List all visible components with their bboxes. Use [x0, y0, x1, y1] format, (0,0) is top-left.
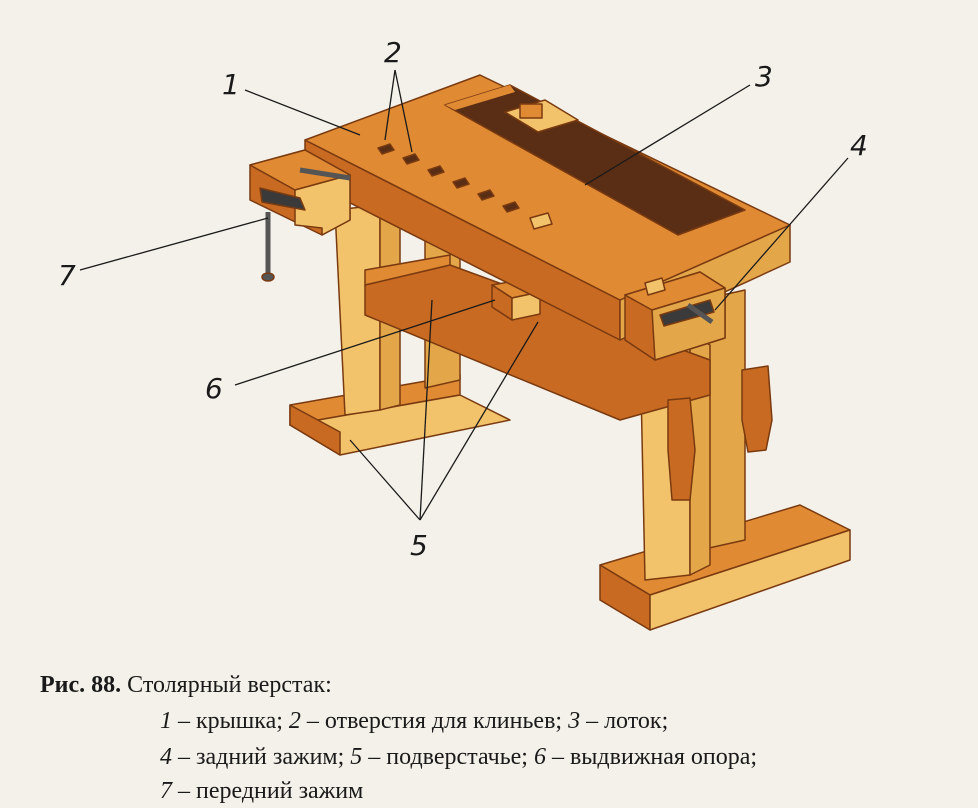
caption-item-num: 5 [350, 744, 363, 770]
caption-item-num: 6 [533, 744, 546, 770]
label-4: 4 [850, 129, 868, 162]
caption-item-text: – задний зажим; [172, 744, 351, 770]
caption-item-num: 7 [160, 778, 172, 804]
caption-item-text: – подверстачье; [362, 744, 534, 770]
label-7: 7 [58, 259, 76, 292]
caption-item-num: 4 [160, 744, 172, 770]
caption-item-text: – крышка; [172, 708, 289, 734]
label-3: 3 [755, 60, 773, 93]
caption-item-text: – отверстия для клиньев; [300, 708, 569, 734]
caption-item-text: – лоток; [580, 708, 669, 734]
caption-item-text: – передний зажим [172, 778, 364, 804]
label-2: 2 [384, 36, 402, 69]
caption-item-num: 2 [288, 708, 301, 734]
caption-item-num: 3 [568, 708, 581, 734]
label-6: 6 [205, 372, 223, 405]
workbench-illustration: 1 2 3 4 5 6 7 [58, 36, 868, 631]
caption-title: Рис. 88. [40, 672, 122, 698]
caption-item-num: 1 [160, 708, 172, 734]
label-5: 5 [410, 529, 428, 562]
caption-heading: Столярный верстак: [121, 672, 332, 698]
label-1: 1 [222, 68, 240, 101]
caption-item-text: – выдвижная опора; [545, 744, 758, 770]
